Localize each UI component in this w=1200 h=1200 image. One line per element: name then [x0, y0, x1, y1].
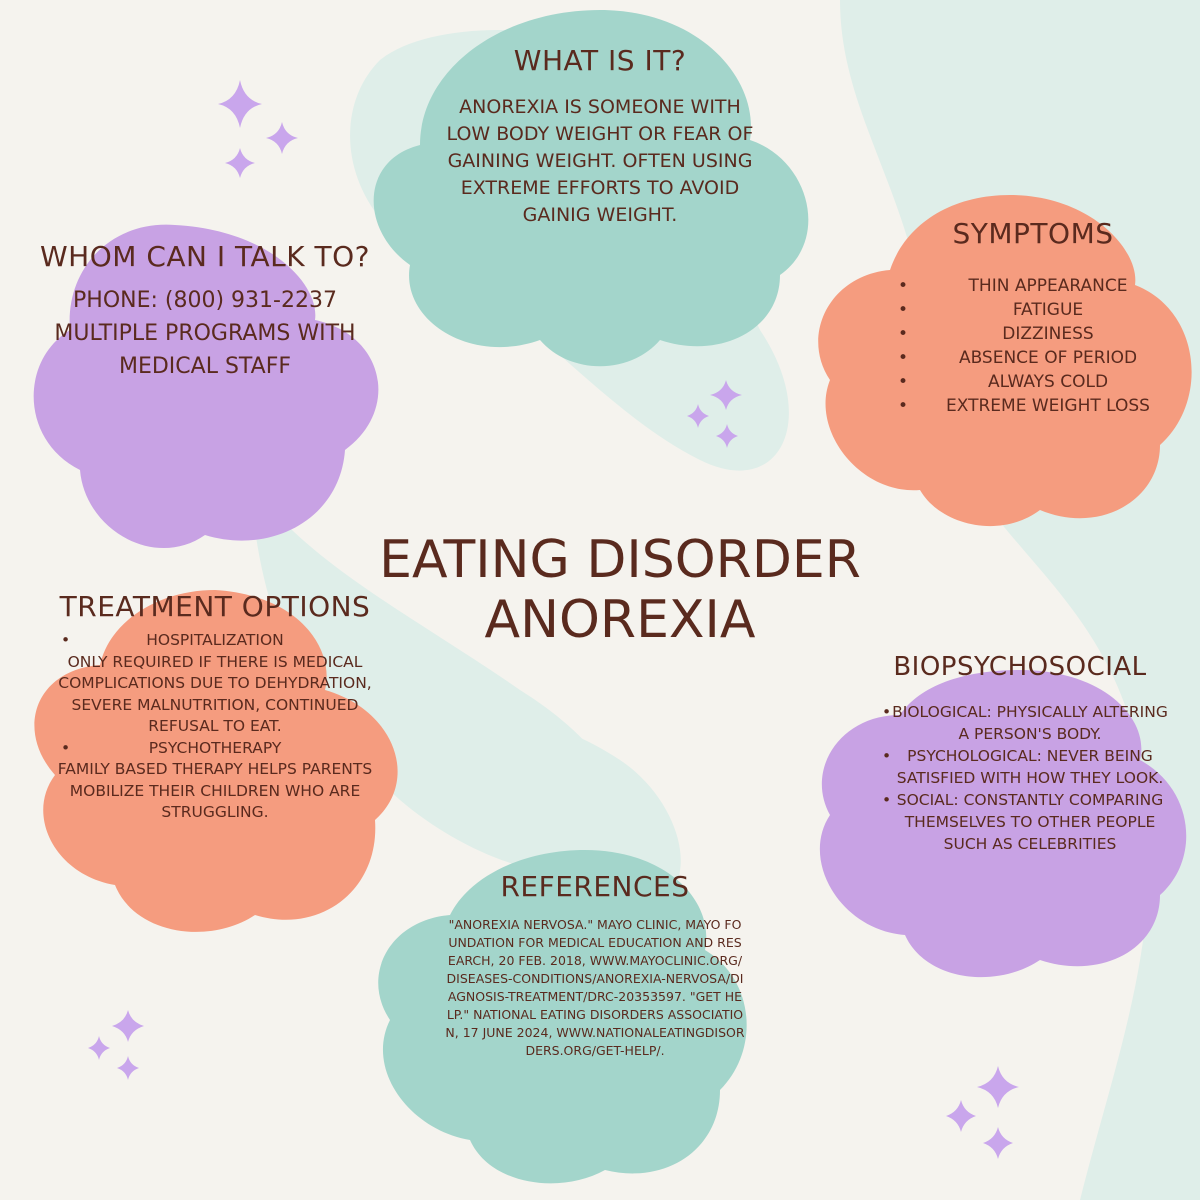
list-item: HOSPITALIZATION	[45, 630, 385, 652]
list-item: PSYCHOTHERAPY	[45, 738, 385, 760]
what-is-it-blob	[373, 10, 809, 367]
references-blob	[378, 850, 747, 1184]
list-item: ABSENCE OF PERIOD	[898, 346, 1168, 370]
title-line-1: EATING DISORDER	[379, 530, 861, 590]
what-is-it-body: ANOREXIA IS SOMEONE WITH LOW BODY WEIGHT…	[446, 96, 754, 226]
whom-heading: WHOM CAN I TALK TO?	[40, 240, 370, 273]
sparkle-icon	[977, 1066, 1019, 1108]
main-title: EATING DISORDER ANOREXIA	[360, 530, 880, 650]
sparkle-icon	[225, 148, 255, 178]
what-is-it-panel: WHAT IS IT? ANOREXIA IS SOMEONE WITH LOW…	[440, 40, 760, 229]
references-heading: REFERENCES	[500, 870, 690, 903]
treatment-blob	[34, 590, 398, 932]
sparkle-icon	[710, 380, 742, 410]
list-item: DIZZINESS	[898, 322, 1168, 346]
references-body: "ANOREXIA NERVOSA." MAYO CLINIC, MAYO FO…	[445, 917, 745, 1058]
list-item: PSYCHOLOGICAL: NEVER BEING SATISFIED WIT…	[860, 745, 1180, 789]
list-item: BIOLOGICAL: PHYSICALLY ALTERING A PERSON…	[860, 701, 1180, 745]
sparkle-icon	[117, 1056, 139, 1080]
whom-blob	[33, 224, 379, 549]
list-item: ALWAYS COLD	[898, 370, 1168, 394]
biopsychosocial-panel: BIOPSYCHOSOCIAL BIOLOGICAL: PHYSICALLY A…	[860, 647, 1180, 855]
symptoms-panel: SYMPTOMS THIN APPEARANCE FATIGUE DIZZINE…	[898, 212, 1168, 418]
symptoms-list: THIN APPEARANCE FATIGUE DIZZINESS ABSENC…	[898, 274, 1168, 418]
whom-body: MULTIPLE PROGRAMS WITH MEDICAL STAFF	[54, 321, 356, 379]
phone-number: PHONE: (800) 931-2237	[73, 288, 337, 313]
symptoms-heading: SYMPTOMS	[952, 217, 1114, 250]
treatment-list: HOSPITALIZATION ONLY REQUIRED IF THERE I…	[45, 630, 385, 824]
list-item: THIN APPEARANCE	[898, 274, 1168, 298]
sparkle-icon	[716, 424, 738, 448]
biopsychosocial-list: BIOLOGICAL: PHYSICALLY ALTERING A PERSON…	[860, 701, 1180, 855]
treatment-detail: FAMILY BASED THERAPY HELPS PARENTS MOBIL…	[57, 760, 373, 821]
sparkle-icon	[218, 80, 262, 128]
list-item: SOCIAL: CONSTANTLY COMPARING THEMSELVES …	[860, 789, 1180, 855]
what-is-it-heading: WHAT IS IT?	[513, 44, 687, 77]
sparkle-icon	[983, 1127, 1013, 1159]
sparkle-icon	[946, 1100, 976, 1132]
treatment-detail: ONLY REQUIRED IF THERE IS MEDICAL COMPLI…	[58, 652, 372, 736]
biopsychosocial-heading: BIOPSYCHOSOCIAL	[893, 652, 1147, 682]
treatment-panel: TREATMENT OPTIONS HOSPITALIZATION ONLY R…	[45, 588, 385, 824]
whom-panel: WHOM CAN I TALK TO? PHONE: (800) 931-223…	[40, 238, 370, 383]
sparkle-icon	[266, 122, 298, 154]
references-panel: REFERENCES "ANOREXIA NERVOSA." MAYO CLIN…	[445, 866, 745, 1060]
list-item: FATIGUE	[898, 298, 1168, 322]
treatment-heading: TREATMENT OPTIONS	[59, 590, 371, 623]
title-line-2: ANOREXIA	[484, 590, 756, 650]
sparkle-icon	[112, 1010, 144, 1042]
list-item: EXTREME WEIGHT LOSS	[898, 394, 1168, 418]
sparkle-icon	[88, 1036, 110, 1060]
sparkle-icon	[687, 404, 709, 428]
